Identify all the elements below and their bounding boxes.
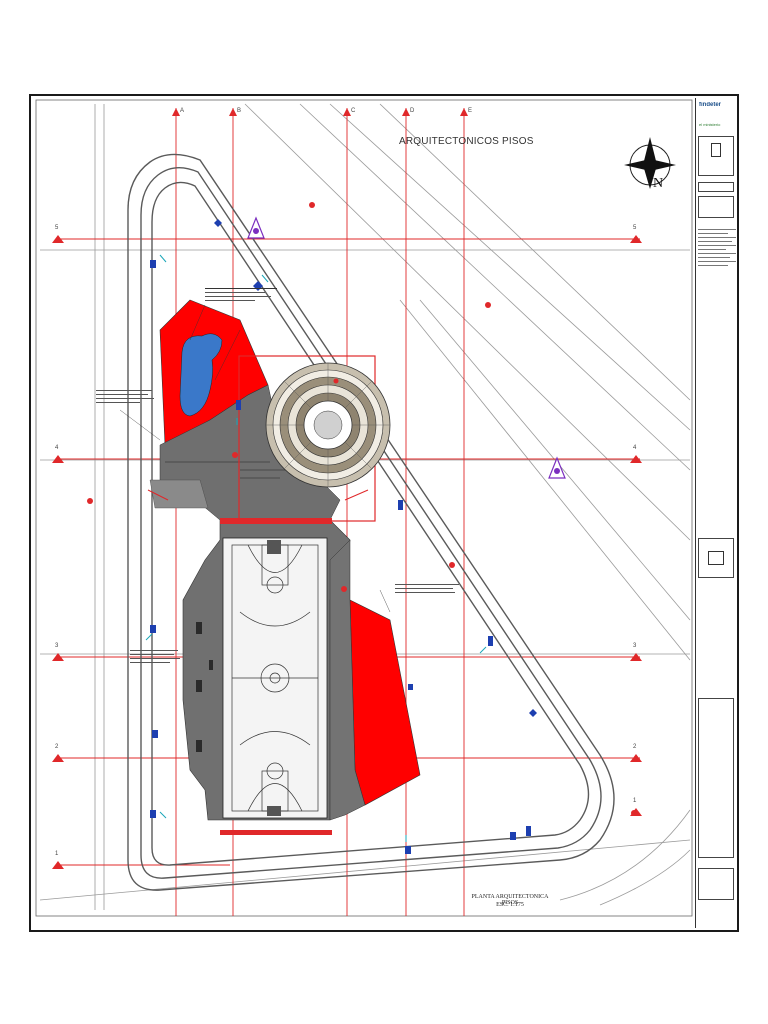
tb-stamp-icon (711, 143, 721, 157)
grid-marker-1-left (52, 861, 64, 869)
svg-text:N: N (653, 176, 663, 191)
grid-marker-4-right (630, 455, 642, 463)
tb-stamp-box (698, 136, 734, 176)
red-annotation-boxes (147, 489, 369, 501)
grid-label-a: A (180, 108, 185, 114)
survey-points (87, 202, 637, 816)
grid-marker-c (343, 108, 351, 116)
grid-marker-5-right (630, 235, 642, 243)
tb-table (698, 698, 734, 858)
grid-marker-3-left (52, 653, 64, 661)
grid-marker-d (402, 108, 410, 116)
ramp (149, 479, 209, 509)
ministry-logo: el ministerio (699, 122, 721, 127)
cyan-markers (145, 254, 487, 842)
hoop-bottom (267, 806, 281, 816)
footer-title: PLANTA ARQUITECTONICA PISOS (471, 894, 549, 906)
grid-marker-5-left (52, 235, 64, 243)
grid-label-d: D (410, 108, 415, 114)
note-right-zone (395, 582, 465, 606)
tb-info-box (698, 182, 734, 192)
site-outline (127, 153, 615, 891)
grid-marker-3-right (630, 653, 642, 661)
grid-label-4-left: 4 (55, 445, 59, 451)
grid-label-e: E (468, 108, 473, 114)
bleacher-benches (196, 622, 213, 752)
tb-seal-box (698, 538, 734, 578)
title-block: findeter el ministerio (695, 98, 737, 928)
pool (179, 333, 223, 417)
amphitheater-seats (266, 363, 390, 487)
plan-title: ARQUITECTONICOS PISOS (399, 136, 534, 147)
hoop-top (267, 540, 281, 554)
tb-bottom-box (698, 868, 734, 900)
footer-scale: ESC. 1:175 (496, 902, 524, 908)
note-left-plaza (96, 388, 158, 418)
grid-label-b: B (237, 108, 242, 114)
gray-zone-right (329, 539, 366, 821)
court-roof-edge-bottom (220, 830, 332, 835)
note-pool (205, 286, 285, 316)
leader-lines (119, 304, 391, 613)
grid-label-5-left: 5 (55, 225, 59, 231)
tb-notes (698, 226, 736, 526)
grid-label-2-left: 2 (55, 744, 59, 750)
north-arrow-icon: N (624, 137, 676, 191)
grid-marker-e (460, 108, 468, 116)
findeter-logo: findeter (699, 102, 722, 108)
plaza-lines (165, 461, 290, 479)
grid-marker-b (229, 108, 237, 116)
tb-drawing-box (698, 196, 734, 218)
tb-seal-icon (708, 551, 724, 565)
grid-marker-a (172, 108, 180, 116)
grid-marker-2-right (630, 754, 642, 762)
red-zone-right (349, 599, 421, 806)
grid-label-4-right: 4 (633, 445, 637, 451)
grid-marker-2-left (52, 754, 64, 762)
grid-label-3-right: 3 (633, 643, 637, 649)
grid-marker-4-left (52, 455, 64, 463)
grid-label-3-left: 3 (55, 643, 59, 649)
court-roof-edge-top (220, 518, 332, 524)
note-court (130, 648, 182, 678)
grid-label-5-right: 5 (633, 225, 637, 231)
elevation-markers (247, 216, 566, 479)
grid-markers (52, 108, 642, 869)
grid-label-1-left: 1 (55, 851, 59, 857)
grid-label-1-right: 1 (633, 798, 637, 804)
grid-label-2-right: 2 (633, 744, 637, 750)
grid-label-c: C (351, 108, 356, 114)
inner-frame (35, 99, 693, 917)
